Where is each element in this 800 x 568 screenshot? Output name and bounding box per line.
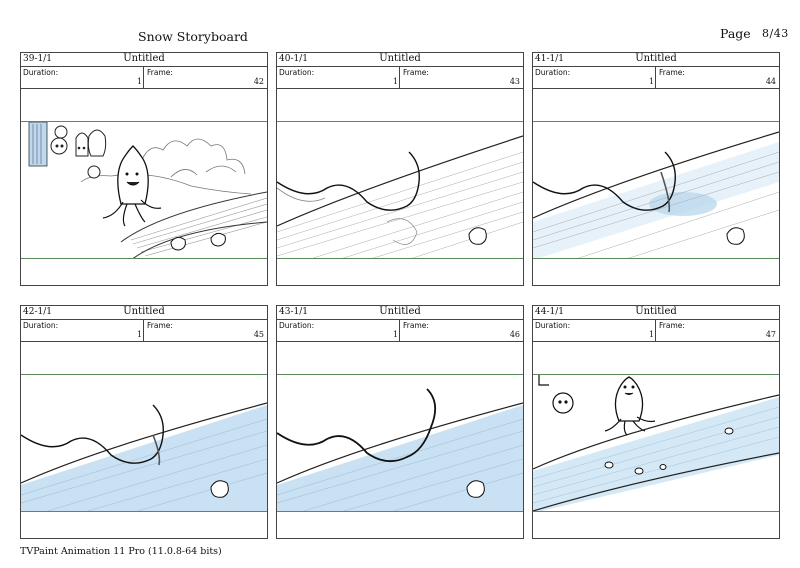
duration-value: 1 <box>649 77 655 86</box>
panel-meta: Duration: 1 Frame: 42 <box>21 67 267 89</box>
frame-value: 44 <box>765 77 776 86</box>
frame-value: 43 <box>509 77 520 86</box>
shot-id: 43-1/1 <box>279 307 308 317</box>
panel-artwork[interactable] <box>533 374 779 512</box>
frame-label: Frame: <box>147 68 173 77</box>
panel-artwork[interactable] <box>21 374 267 512</box>
panel-meta: Duration: 1 Frame: 44 <box>533 67 779 89</box>
frame-label: Frame: <box>147 321 173 330</box>
octopus-river-sketch <box>533 375 779 511</box>
storyboard-panel[interactable]: 39-1/1 Untitled Duration: 1 Frame: 42 <box>20 52 268 286</box>
duration-value: 1 <box>649 330 655 339</box>
footer-software-version: TVPaint Animation 11 Pro (11.0.8-64 bits… <box>20 546 222 557</box>
panel-meta: Duration: 1 Frame: 45 <box>21 320 267 342</box>
panel-header: 42-1/1 Untitled <box>21 306 267 320</box>
shot-name: Untitled <box>635 53 677 64</box>
shot-name: Untitled <box>379 53 421 64</box>
document-title: Snow Storyboard <box>138 29 248 44</box>
shot-id: 42-1/1 <box>23 307 52 317</box>
duration-label: Duration: <box>23 321 59 330</box>
panel-artwork[interactable] <box>533 121 779 259</box>
storyboard-panel[interactable]: 42-1/1 Untitled Duration: 1 Frame: 45 <box>20 305 268 539</box>
shot-name: Untitled <box>635 306 677 317</box>
frame-label: Frame: <box>659 321 685 330</box>
frame-value: 45 <box>253 330 264 339</box>
panel-header: 43-1/1 Untitled <box>277 306 523 320</box>
panel-artwork[interactable] <box>277 374 523 512</box>
panel-header: 44-1/1 Untitled <box>533 306 779 320</box>
storyboard-panel[interactable]: 41-1/1 Untitled Duration: 1 Frame: 44 <box>532 52 780 286</box>
frame-value: 42 <box>253 77 264 86</box>
duration-label: Duration: <box>535 68 571 77</box>
duration-value: 1 <box>393 77 399 86</box>
shot-id: 40-1/1 <box>279 54 308 64</box>
shot-name: Untitled <box>123 306 165 317</box>
panel-header: 40-1/1 Untitled <box>277 53 523 67</box>
duration-label: Duration: <box>279 68 315 77</box>
storyboard-panel[interactable]: 40-1/1 Untitled Duration: 1 Frame: 43 <box>276 52 524 286</box>
tentacle-river-blue-sketch <box>533 131 779 258</box>
panel-meta: Duration: 1 Frame: 43 <box>277 67 523 89</box>
panel-meta: Duration: 1 Frame: 46 <box>277 320 523 342</box>
tentacle-river-water-sketch <box>21 402 267 511</box>
shot-id: 44-1/1 <box>535 307 564 317</box>
frame-label: Frame: <box>403 321 429 330</box>
page-label: Page <box>720 26 751 41</box>
panel-header: 41-1/1 Untitled <box>533 53 779 67</box>
panel-header: 39-1/1 Untitled <box>21 53 267 67</box>
duration-value: 1 <box>137 330 143 339</box>
frame-label: Frame: <box>403 68 429 77</box>
panel-artwork[interactable] <box>21 121 267 259</box>
shot-id: 41-1/1 <box>535 54 564 64</box>
tentacle-river-water-sketch <box>277 388 523 511</box>
page-number: 8/43 <box>762 27 789 40</box>
octopus-forest-sketch <box>28 122 267 258</box>
frame-value: 47 <box>765 330 776 339</box>
panel-meta: Duration: 1 Frame: 47 <box>533 320 779 342</box>
frame-label: Frame: <box>659 68 685 77</box>
shot-id: 39-1/1 <box>23 54 52 64</box>
shot-name: Untitled <box>123 53 165 64</box>
storyboard-panel[interactable]: 43-1/1 Untitled Duration: 1 Frame: 46 <box>276 305 524 539</box>
shot-name: Untitled <box>379 306 421 317</box>
duration-label: Duration: <box>279 321 315 330</box>
duration-value: 1 <box>393 330 399 339</box>
duration-label: Duration: <box>23 68 59 77</box>
duration-value: 1 <box>137 77 143 86</box>
panel-artwork[interactable] <box>277 121 523 259</box>
frame-value: 46 <box>509 330 520 339</box>
tentacle-river-sketch <box>277 135 523 258</box>
storyboard-panel[interactable]: 44-1/1 Untitled Duration: 1 Frame: 47 <box>532 305 780 539</box>
duration-label: Duration: <box>535 321 571 330</box>
